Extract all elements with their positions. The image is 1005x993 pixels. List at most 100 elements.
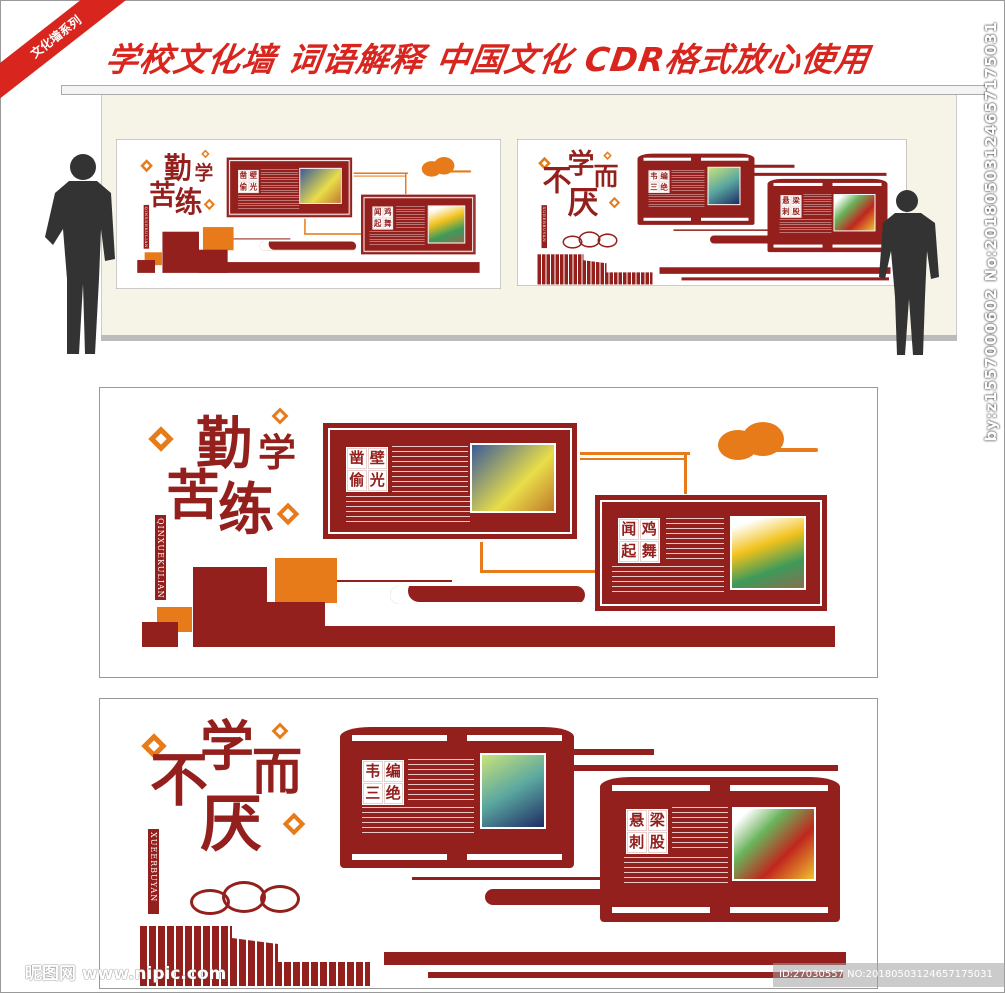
connector	[304, 233, 362, 235]
connector	[353, 175, 405, 177]
diamond-ornament	[276, 502, 300, 526]
vertical-watermark: by:z1557000602 No:20180503124657175031	[982, 21, 1000, 442]
diamond-ornament	[201, 149, 210, 159]
title-char: 苦	[149, 178, 176, 212]
story-text	[666, 516, 724, 561]
story-text	[408, 757, 474, 802]
story-text	[612, 564, 724, 594]
mockup-panel-xueerbuyan: 不 学 而 厌 XUEERBUYAN 韦编三绝 悬梁刺股	[517, 139, 907, 286]
frame-window	[730, 785, 828, 791]
story-text	[346, 494, 470, 522]
heading-char: 偷	[347, 470, 367, 491]
frame-window	[352, 854, 447, 860]
heading-char: 起	[619, 541, 639, 562]
story-text	[671, 168, 705, 192]
orange-block	[202, 227, 234, 251]
title-char: 练	[174, 185, 203, 220]
red-base-bar	[267, 626, 835, 647]
heading-char: 股	[791, 206, 801, 218]
frame-window	[612, 907, 710, 913]
frame-window	[773, 244, 823, 248]
story-text	[803, 193, 832, 217]
heading-char: 闻	[619, 519, 639, 540]
connector	[404, 172, 407, 195]
heading-char: 凿	[347, 448, 367, 469]
title-char: 练	[218, 477, 274, 543]
diamond-ornament	[603, 151, 612, 160]
heading-char: 韦	[363, 761, 383, 782]
story-illustration	[833, 194, 876, 232]
connector	[304, 218, 306, 235]
title-char: 学	[194, 161, 214, 185]
person-silhouette-right	[879, 190, 939, 355]
heading-char: 闻	[372, 206, 383, 218]
heading-char: 刺	[781, 206, 791, 218]
red-base-bar	[659, 267, 891, 274]
story-frame-2: 悬梁刺股	[600, 777, 840, 922]
cloud-line	[390, 586, 585, 604]
diamond-ornament	[608, 196, 621, 209]
id-watermark: ID:27030557 NO:20180503124657175031	[773, 963, 1005, 987]
cloud-ornament	[597, 233, 618, 248]
heading-char: 绝	[659, 181, 669, 193]
story-illustration	[707, 166, 741, 206]
cloud-line	[233, 238, 291, 240]
story-text	[624, 855, 728, 885]
story-text	[392, 444, 468, 494]
pinyin-label: XUEERBUYAN	[148, 829, 159, 914]
red-base-line	[681, 277, 889, 281]
heading-char: 刺	[627, 832, 647, 853]
story-illustration	[732, 807, 816, 881]
story-frame-1: 韦编三绝	[637, 153, 755, 225]
heading-char: 光	[248, 181, 259, 193]
title-char: 学	[567, 147, 595, 180]
title-char: 苦	[166, 463, 220, 527]
frame-window	[467, 854, 562, 860]
frame-window	[467, 735, 562, 741]
title-char: 不	[542, 163, 572, 198]
story-text	[648, 193, 705, 209]
red-step	[162, 231, 199, 273]
story-frame-1: 凿壁偷光	[323, 423, 577, 539]
heading-char: 凿	[238, 170, 249, 182]
connector	[480, 542, 483, 572]
frame-window	[701, 217, 749, 221]
story-heading: 闻鸡起舞	[372, 206, 394, 230]
story-illustration	[427, 205, 466, 244]
story-heading: 闻鸡起舞	[618, 518, 660, 563]
story-illustration	[470, 443, 556, 513]
red-step	[193, 567, 267, 647]
heading-char: 舞	[639, 541, 659, 562]
book-spines	[537, 254, 653, 285]
cloud-ornament	[260, 885, 300, 913]
heading-char: 鸡	[639, 519, 659, 540]
red-base-bar	[198, 262, 480, 273]
diamond-ornament	[282, 812, 306, 836]
banner-title: 学校文化墙 词语解释 中国文化 CDR格式放心使用	[102, 40, 872, 79]
story-frame-2: 闻鸡起舞	[595, 495, 827, 611]
title-char: 而	[593, 161, 619, 192]
connector	[548, 765, 838, 771]
heading-char: 壁	[367, 448, 387, 469]
connector	[580, 458, 684, 460]
red-base-line	[428, 972, 843, 978]
connector	[580, 452, 690, 455]
pinyin-label: QINXUEKULIAN	[143, 204, 150, 249]
story-illustration	[299, 167, 342, 204]
frame-window	[730, 907, 828, 913]
heading-char: 韦	[649, 170, 659, 182]
story-heading: 凿壁偷光	[346, 447, 388, 492]
heading-char: 绝	[383, 783, 403, 804]
story-text	[260, 168, 299, 195]
panel-xueerbuyan: 不 学 而 厌 XUEERBUYAN 韦编三绝 悬梁刺股	[99, 698, 878, 989]
orange-block	[275, 558, 337, 603]
red-base-bar	[384, 952, 846, 965]
heading-char: 三	[363, 783, 383, 804]
title-char: 厌	[200, 787, 263, 860]
frame-window	[612, 785, 710, 791]
diamond-ornament	[271, 722, 289, 740]
frame-window	[352, 735, 447, 741]
title-char: 不	[150, 746, 209, 814]
connector	[684, 452, 687, 494]
story-heading: 悬梁刺股	[780, 195, 802, 218]
